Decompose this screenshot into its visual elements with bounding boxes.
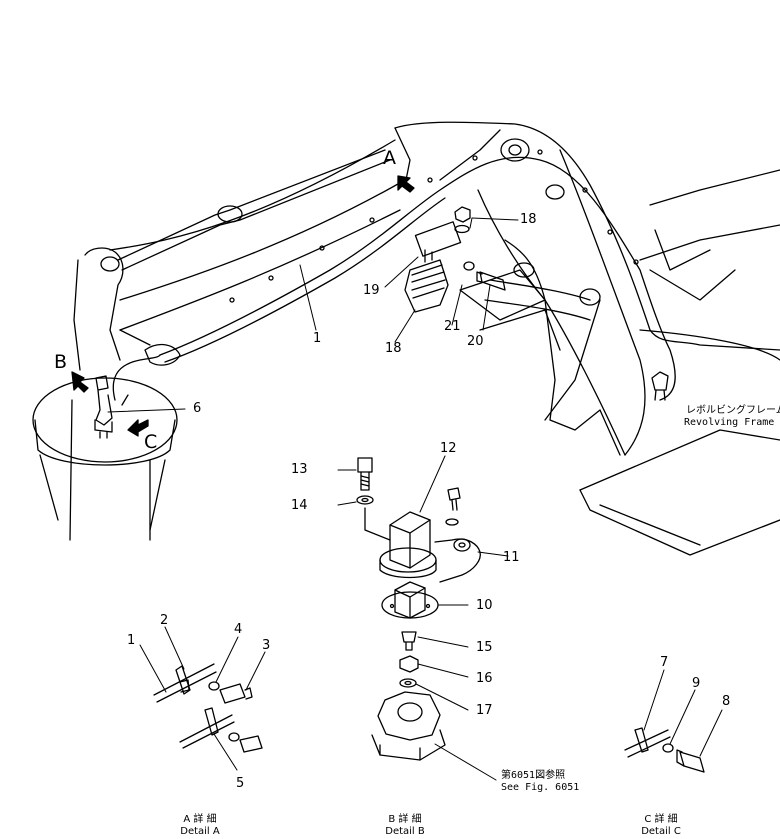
detail-b-caption-jp: B 詳 細 — [388, 814, 422, 825]
see-fig-note-en: See Fig. 6051 — [501, 782, 580, 793]
detail-a-callout-5: 5 — [236, 776, 245, 791]
detail-b-assembly — [357, 458, 480, 760]
callout-13: 13 — [291, 462, 308, 477]
wiring-harness — [113, 150, 675, 405]
callout-6: 6 — [193, 401, 202, 416]
detail-c-caption-en: Detail C — [641, 826, 681, 837]
revolving-frame-note-jp: レボルビングフレーム — [686, 405, 780, 416]
see-fig-note-jp: 第6051図参照 — [501, 770, 566, 781]
detail-c-caption-jp: C 詳 細 — [644, 814, 678, 825]
detail-a-assembly — [154, 664, 262, 752]
detail-a-callout-2: 2 — [160, 613, 169, 628]
detail-c-callout-9: 9 — [692, 676, 701, 691]
callout-14: 14 — [291, 498, 308, 513]
view-letter-c: C — [144, 431, 158, 453]
callout-18-lower: 18 — [385, 341, 402, 356]
leader-lines — [108, 218, 722, 780]
detail-a-callout-3: 3 — [262, 638, 271, 653]
detail-c-assembly — [625, 728, 704, 772]
view-arrows — [72, 176, 414, 436]
callout-19: 19 — [363, 283, 380, 298]
callout-11: 11 — [503, 550, 520, 565]
boom-and-arm — [33, 122, 780, 555]
detail-c-callout-8: 8 — [722, 694, 731, 709]
detail-a-callout-1: 1 — [127, 633, 136, 648]
callout-20: 20 — [467, 334, 484, 349]
detail-a-callout-4: 4 — [234, 622, 243, 637]
lamp-assembly — [405, 207, 505, 312]
callout-21: 21 — [444, 319, 461, 334]
detail-b-location — [95, 372, 668, 438]
callout-16: 16 — [476, 671, 493, 686]
callout-18-upper: 18 — [520, 212, 537, 227]
detail-b-caption-en: Detail B — [385, 826, 425, 837]
view-letter-b: B — [54, 351, 68, 373]
callout-1: 1 — [313, 331, 322, 346]
revolving-frame-note-en: Revolving Frame — [684, 417, 775, 428]
callout-10: 10 — [476, 598, 493, 613]
callout-17: 17 — [476, 703, 493, 718]
detail-a-caption-jp: A 詳 細 — [183, 814, 217, 825]
detail-a-caption-en: Detail A — [180, 826, 220, 837]
callout-15: 15 — [476, 640, 493, 655]
detail-c-callout-7: 7 — [660, 655, 669, 670]
view-letter-a: A — [383, 147, 396, 169]
callout-12: 12 — [440, 441, 457, 456]
